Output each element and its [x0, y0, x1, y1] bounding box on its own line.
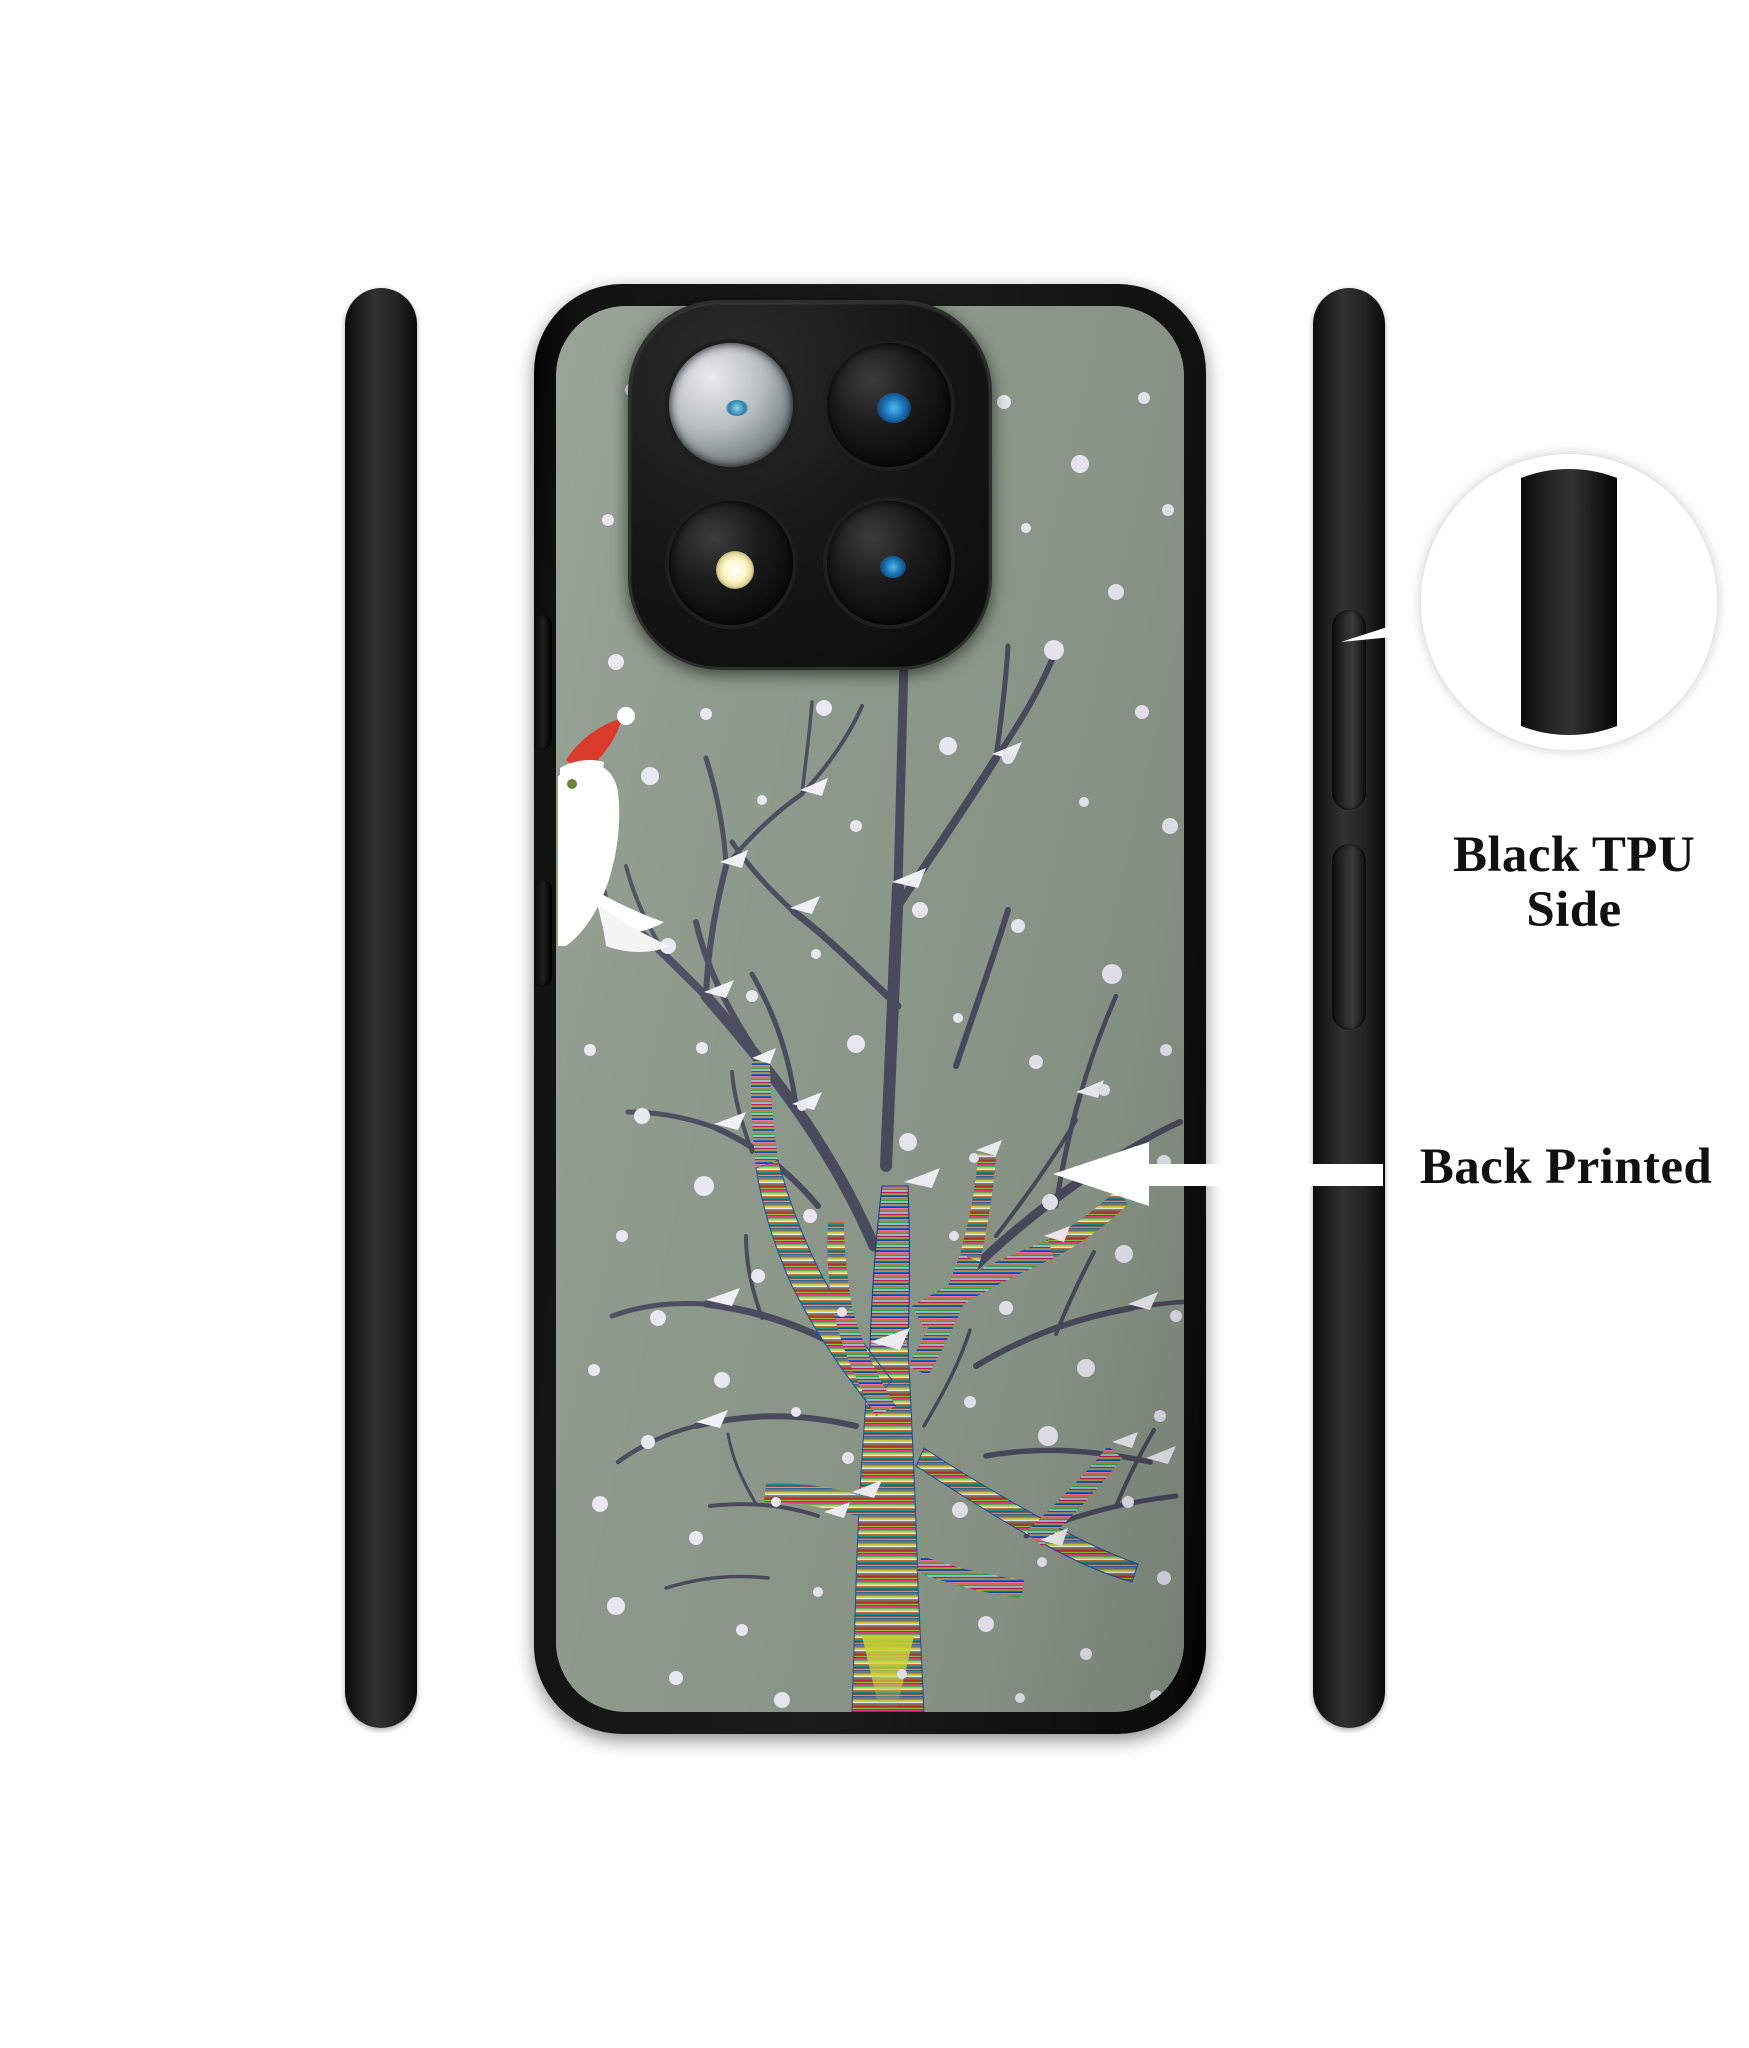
camera-module-cutout [628, 300, 992, 670]
lens-glint [876, 392, 911, 423]
left-side-profile-view [345, 288, 417, 1728]
power-button [1332, 610, 1366, 810]
volume-button-cutout [534, 879, 552, 987]
back-printed-arrow-icon [1053, 1142, 1383, 1206]
lens-glint [880, 555, 907, 578]
lens-glint [726, 400, 749, 417]
wide-lens [669, 343, 793, 467]
telephoto-lens [827, 343, 951, 467]
tpu-material-swatch [1521, 469, 1617, 735]
led-flash-icon [669, 501, 793, 625]
tpu-side-magnifier-callout [1421, 454, 1717, 750]
flash-glow [716, 550, 755, 589]
black-tpu-side-label: Black TPU Side [1409, 827, 1739, 939]
arrow-shaft [1138, 1164, 1383, 1186]
volume-rocker [1332, 844, 1366, 1030]
power-button-cutout [534, 614, 552, 750]
bird-with-santa-hat [558, 707, 670, 952]
right-side-profile-view [1313, 288, 1385, 1728]
arrow-head [1053, 1142, 1149, 1206]
main-case-back-view [534, 284, 1206, 1734]
ultrawide-lens [827, 501, 951, 625]
striped-trunk [751, 1060, 1139, 1712]
black-tpu-side-label-line2: Side [1526, 882, 1622, 939]
back-printed-label: Back Printed [1419, 1139, 1713, 1195]
black-tpu-side-label-line1: Black TPU [1452, 827, 1696, 883]
